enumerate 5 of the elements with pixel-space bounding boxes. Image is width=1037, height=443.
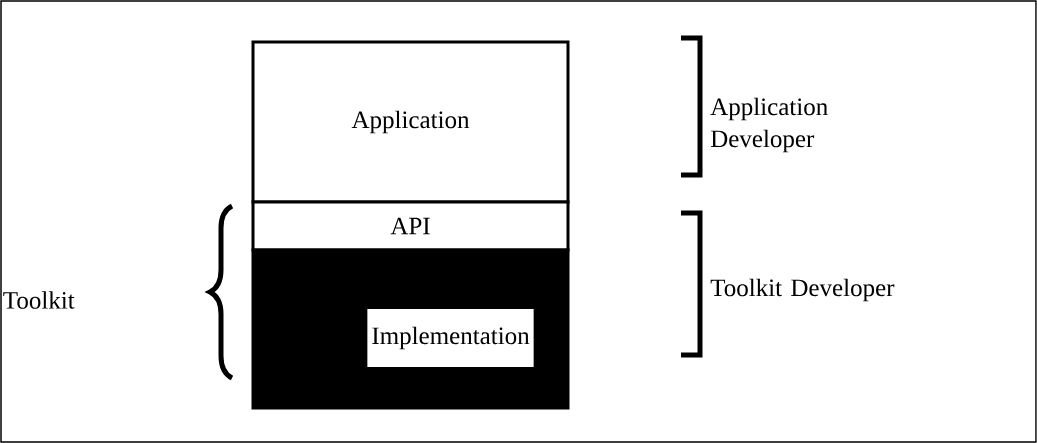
bracket-label: Toolkit [3,291,75,309]
layer-box: Implementation [251,248,570,410]
bracket-label: Application Developer [710,97,828,153]
layer-box: API [251,200,570,252]
bracket-label: Toolkit Developer [710,278,895,302]
